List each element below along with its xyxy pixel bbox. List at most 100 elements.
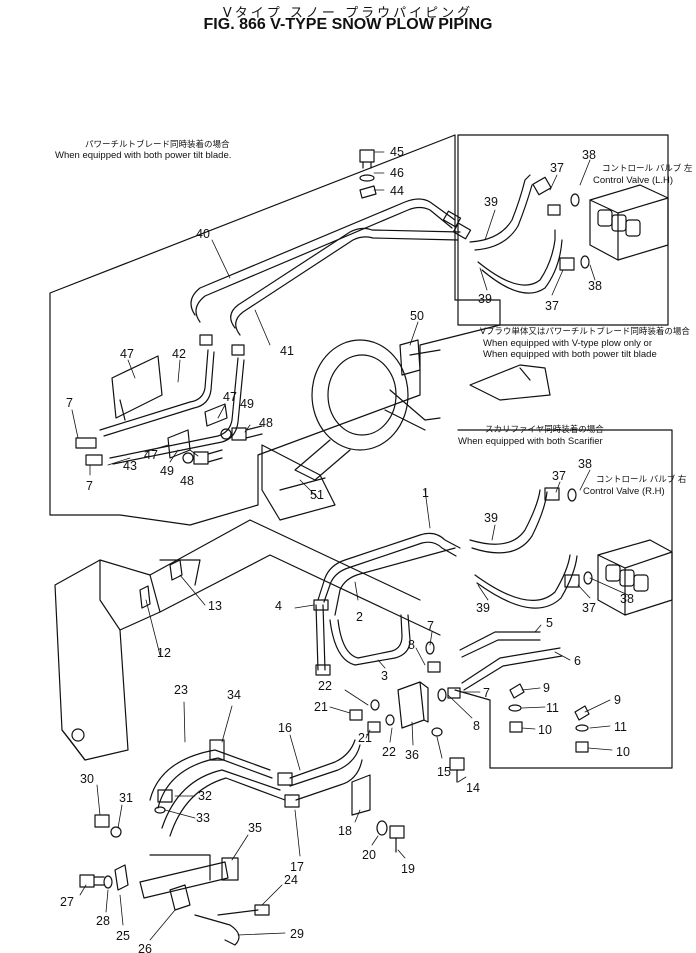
part-label-48-lower: 48 (180, 474, 194, 488)
part-label-37-rh-lower: 37 (582, 601, 596, 615)
part-label-29: 29 (290, 927, 304, 941)
bolt-27-28-25 (79, 864, 129, 891)
part-label-9-left: 9 (543, 681, 550, 695)
bolt-48-upper (220, 425, 263, 441)
pipe-40 (190, 198, 456, 323)
part-label-17: 17 (290, 860, 304, 874)
note-power-tilt-jp: パワーチルトブレード同時装着の場合 (85, 139, 230, 150)
control-valve-rh (597, 539, 673, 616)
note-vplow-jp: Vプラウ単体又はパワーチルトブレード同時装着の場合 (480, 326, 690, 337)
valve-lh-label-jp: コントロール バルブ 左 (602, 163, 693, 174)
part-label-6: 6 (574, 654, 581, 668)
hoses-16-17 (277, 739, 371, 816)
note-power-tilt-en: When equipped with both power tilt blade… (55, 150, 231, 161)
part-label-16: 16 (278, 721, 292, 735)
part-label-47-middle: 47 (223, 390, 237, 404)
part-label-49-upper: 49 (240, 397, 254, 411)
part-label-37-rh-upper: 37 (552, 469, 566, 483)
bolt-14 (449, 757, 465, 783)
part-label-26: 26 (138, 942, 152, 953)
hose-39-rh-lower (474, 554, 578, 609)
part-label-45: 45 (390, 145, 404, 159)
hose-39-upper (469, 174, 533, 251)
part-label-38-rh-lower: 38 (620, 592, 634, 606)
upper-left-inset-frame (49, 134, 501, 526)
part-label-15: 15 (437, 765, 451, 779)
part-label-5: 5 (546, 616, 553, 630)
part-label-38-lh-lower: 38 (588, 279, 602, 293)
pipe-5 (459, 631, 541, 658)
pipe-3 (329, 614, 411, 666)
part-label-27: 27 (60, 895, 74, 909)
fitting-7-left (75, 437, 103, 466)
upper-right-inset-frame (457, 134, 669, 326)
part-label-39-lh-upper: 39 (484, 195, 498, 209)
pipe-42-43 (99, 349, 245, 465)
pipe-6 (461, 647, 563, 691)
part-label-2: 2 (356, 610, 363, 624)
fittings-21-22 (349, 699, 395, 733)
part-label-10-right: 10 (616, 745, 630, 759)
fittings-24-26-29 (169, 884, 270, 946)
part-label-40: 40 (196, 227, 210, 241)
part-label-18: 18 (338, 824, 352, 838)
part-label-34: 34 (227, 688, 241, 702)
bolt-19-20 (376, 820, 405, 853)
hoses-23-34 (149, 739, 286, 837)
cylinder-35 (139, 854, 239, 899)
bracket-51 (261, 444, 336, 521)
part-label-47-upper: 47 (120, 347, 134, 361)
part-label-47-lower: 47 (144, 448, 158, 462)
figure-title: FIG. 866 V-TYPE SNOW PLOW PIPING (203, 16, 493, 33)
part-label-35: 35 (248, 821, 262, 835)
bolt-48-lower (182, 449, 223, 465)
part-label-14: 14 (466, 781, 480, 795)
part-label-1: 1 (422, 486, 429, 500)
control-valve-lh (589, 184, 669, 261)
part-label-11-right: 11 (614, 720, 627, 734)
clamps-9-11-10-right (574, 705, 590, 753)
steering-wheel-column (294, 339, 441, 481)
part-label-8-lower: 8 (473, 719, 480, 733)
part-label-11-left: 11 (546, 701, 559, 715)
bracket-47-lower (167, 403, 228, 459)
top-bolt-45-46-44 (359, 149, 377, 199)
part-label-4: 4 (275, 599, 282, 613)
part-label-21-right: 21 (358, 731, 372, 745)
part-label-28: 28 (96, 914, 110, 928)
note-vplow-en-1: When equipped with V-type plow only or (483, 338, 652, 349)
part-label-23: 23 (174, 683, 188, 697)
dashboard-piece (469, 364, 551, 401)
part-label-7-middle-lower: 7 (483, 686, 490, 700)
valve-rh-label-jp: コントロール バルブ 右 (596, 474, 686, 485)
part-label-7-upper: 7 (66, 396, 73, 410)
part-label-8-upper: 8 (408, 638, 415, 652)
part-label-30: 30 (80, 772, 94, 786)
fittings-37-lh (532, 176, 590, 271)
part-label-3: 3 (381, 669, 388, 683)
part-label-31: 31 (119, 791, 133, 805)
valve-rh-label: Control Valve (R.H) (583, 486, 665, 497)
hose-39-rh-upper (469, 489, 548, 554)
part-label-32: 32 (198, 789, 212, 803)
bracket-47-upper (111, 355, 163, 421)
part-label-36: 36 (405, 748, 419, 762)
part-label-20: 20 (362, 848, 376, 862)
part-label-51: 51 (310, 488, 324, 502)
part-label-37-lh-lower: 37 (545, 299, 559, 313)
right-middle-inset-frame (454, 429, 673, 769)
hose-39-lower (477, 229, 563, 294)
part-label-21-left: 21 (314, 700, 328, 714)
part-label-33: 33 (196, 811, 210, 825)
part-label-25: 25 (116, 929, 130, 943)
part-label-37-lh-upper: 37 (550, 161, 564, 175)
part-label-13: 13 (208, 599, 222, 613)
part-label-46: 46 (390, 166, 404, 180)
note-vplow-en-2: When equipped with both power tilt blade (483, 349, 657, 360)
part-label-39-rh-lower: 39 (476, 601, 490, 615)
part-label-38-rh-upper: 38 (578, 457, 592, 471)
leader-lines (71, 151, 629, 941)
part-label-19: 19 (401, 862, 415, 876)
note-scarifier-jp: スカリファイヤ同時装着の場合 (485, 424, 604, 435)
